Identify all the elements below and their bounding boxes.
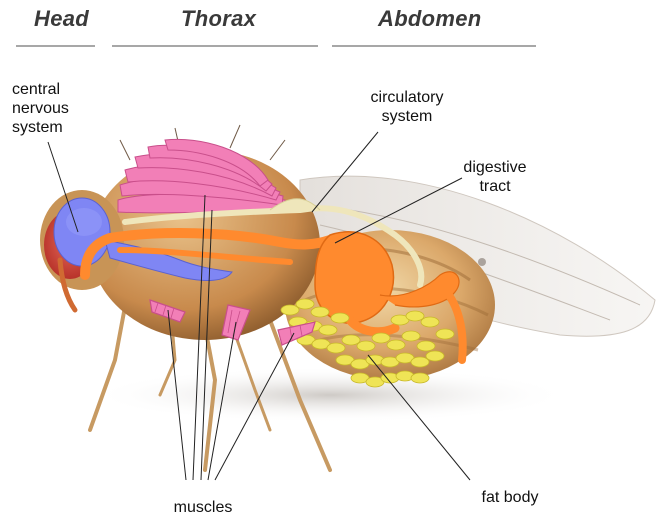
label-muscles: muscles (148, 498, 258, 517)
cns-line-2: nervous (12, 99, 122, 118)
label-central-nervous-system: central nervous system (12, 80, 122, 137)
flight-muscles (118, 139, 287, 212)
section-title-head: Head (34, 6, 89, 32)
section-title-abdomen: Abdomen (378, 6, 482, 32)
section-title-thorax: Thorax (181, 6, 256, 32)
dig-line-1: digestive (440, 158, 550, 177)
dig-line-2: tract (440, 177, 550, 196)
label-digestive-tract: digestive tract (440, 158, 550, 196)
cns-line-1: central (12, 80, 122, 99)
ground-shadow (90, 367, 570, 423)
circ-line-2: system (352, 107, 462, 126)
label-circulatory-system: circulatory system (352, 88, 462, 126)
circ-line-1: circulatory (352, 88, 462, 107)
cns-line-3: system (12, 118, 122, 137)
label-fat-body: fat body (455, 488, 565, 507)
